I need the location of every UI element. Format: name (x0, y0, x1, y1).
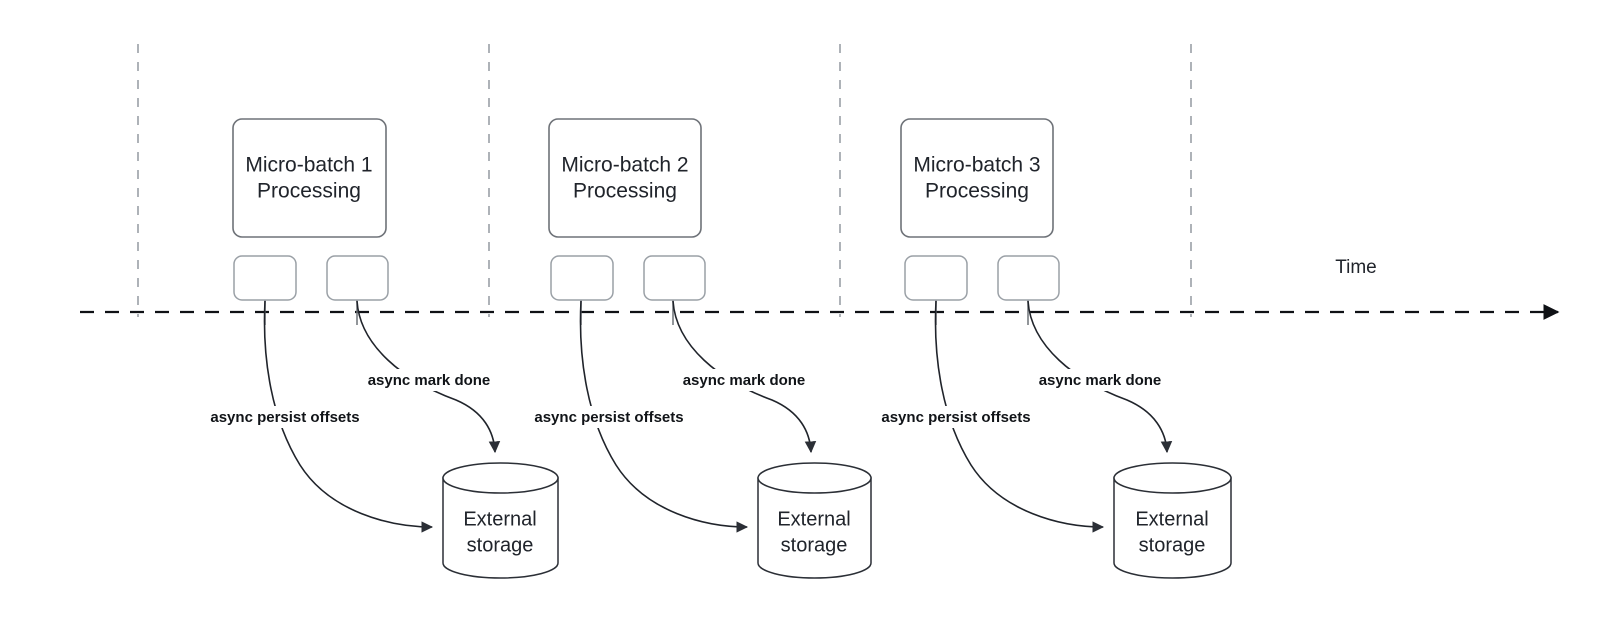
task-box-2a[interactable] (550, 255, 614, 301)
process-box-3[interactable] (900, 118, 1054, 238)
process-box-3-line1: Micro-batch 3 (913, 154, 1040, 177)
storage-label-2-line1: External (777, 508, 850, 530)
group-1: Micro-batch 1 Processing async persist o… (195, 118, 559, 579)
edge-persist-offsets-2 (579, 300, 749, 533)
edge-persist-offsets-1 (263, 300, 434, 533)
time-axis: Time (80, 257, 1560, 320)
edge-label-persist-offsets-3: async persist offsets (881, 409, 1030, 426)
storage-cylinder-1[interactable] (442, 462, 559, 579)
edge-label-persist-offsets-2: async persist offsets (534, 409, 683, 426)
group-3: Micro-batch 3 Processing async persist o… (866, 118, 1232, 579)
edge-label-backing-3b (1029, 369, 1171, 391)
process-box-3-line2: Processing (925, 180, 1029, 203)
process-box-1-line1: Micro-batch 1 (245, 154, 372, 177)
storage-label-1-line2: storage (467, 534, 534, 556)
edge-label-mark-done-1: async mark done (368, 372, 491, 389)
edge-mark-done-3 (1027, 300, 1173, 454)
edge-label-mark-done-3: async mark done (1039, 372, 1162, 389)
group-2: Micro-batch 2 Processing async persist o… (519, 118, 872, 579)
edge-label-persist-offsets-1: async persist offsets (210, 409, 359, 426)
task-box-1a[interactable] (233, 255, 297, 301)
storage-label-3-line2: storage (1139, 534, 1206, 556)
process-box-2-line1: Micro-batch 2 (561, 154, 688, 177)
edge-label-mark-done-2: async mark done (683, 372, 806, 389)
storage-label-3-line1: External (1135, 508, 1208, 530)
edge-label-backing-1b (358, 369, 500, 391)
task-box-3a[interactable] (904, 255, 968, 301)
storage-label-1-line1: External (463, 508, 536, 530)
time-axis-label: Time (1335, 257, 1377, 278)
task-box-1b[interactable] (326, 255, 389, 301)
process-box-1[interactable] (232, 118, 387, 238)
process-box-2[interactable] (548, 118, 702, 238)
task-box-3b[interactable] (997, 255, 1060, 301)
process-box-2-line2: Processing (573, 180, 677, 203)
storage-label-2-line2: storage (781, 534, 848, 556)
edge-mark-done-1 (356, 300, 501, 454)
storage-cylinder-3[interactable] (1113, 462, 1232, 579)
edge-persist-offsets-3 (934, 300, 1105, 533)
storage-cylinder-2[interactable] (757, 462, 872, 579)
edge-label-backing-1a (195, 406, 375, 428)
edge-mark-done-2 (672, 300, 817, 454)
process-box-1-line2: Processing (257, 180, 361, 203)
task-box-2b[interactable] (643, 255, 706, 301)
edge-label-backing-3a (866, 406, 1046, 428)
edge-label-backing-2b (673, 369, 815, 391)
edge-label-backing-2a (519, 406, 699, 428)
